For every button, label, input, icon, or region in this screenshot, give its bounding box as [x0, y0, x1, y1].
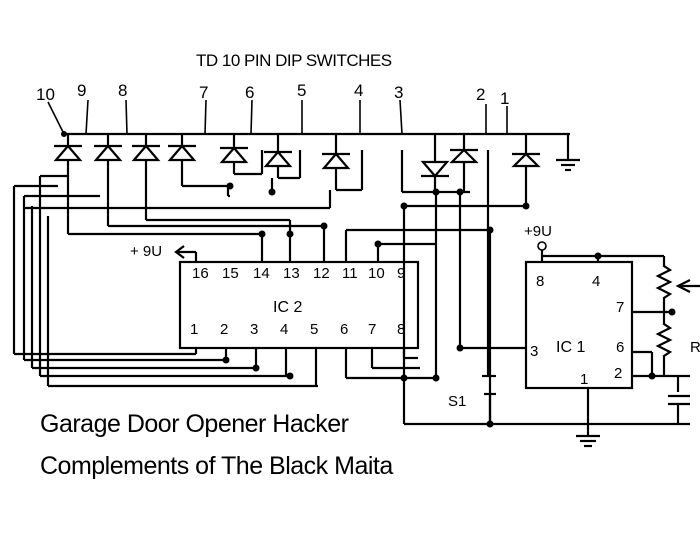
switch-number-7: 7 [199, 83, 208, 102]
switch-number-1: 1 [500, 89, 509, 108]
caption-line-1: Garage Door Opener Hacker [40, 410, 349, 438]
switch-number-8: 8 [118, 81, 127, 100]
ic1-label: IC 1 [556, 339, 585, 356]
ic1-pin-4: 4 [592, 273, 600, 290]
ic2-pin-10: 10 [368, 265, 385, 282]
ic2-pin-16: 16 [192, 265, 209, 282]
resistor-r2 [655, 312, 673, 376]
ic1-supply-wiring [537, 241, 700, 448]
ic2-pin-15: 15 [222, 265, 239, 282]
diode-7 [167, 144, 197, 162]
switch-number-6: 6 [245, 83, 254, 102]
ic2-pin-2: 2 [220, 321, 228, 338]
ic1-pin-3: 3 [530, 343, 538, 360]
ic2-pin-4: 4 [280, 321, 288, 338]
ic2-pin-11: 11 [342, 265, 358, 282]
switch-number-9: 9 [77, 81, 86, 100]
ic1-pin-6: 6 [616, 339, 624, 356]
ic2-pin-3: 3 [250, 321, 258, 338]
resistor-label: R [690, 339, 700, 356]
ic1-pin-1: 1 [580, 371, 588, 388]
switch-number-10: 10 [36, 85, 55, 104]
diode-3 [420, 160, 450, 178]
diode-5 [263, 150, 293, 168]
diode-9 [93, 144, 123, 162]
switch-number-5: 5 [297, 81, 306, 100]
dip-switch-bus [47, 99, 580, 172]
ic2-pin-12: 12 [313, 265, 330, 282]
diode-6 [219, 146, 249, 164]
ic2-pin-14: 14 [253, 265, 270, 282]
ic2-bottom-wiring [14, 346, 526, 388]
ic2-supply-arrow [174, 245, 198, 262]
diode-1 [511, 152, 541, 168]
ic2-supply-label: + 9U [130, 243, 162, 260]
switch-s1-label: S1 [448, 393, 466, 410]
ic1-chip: IC 1 8 4 7 6 2 3 1 [524, 260, 634, 390]
ic2-pin-13: 13 [283, 265, 300, 282]
ic2-chip: IC 2 16 15 14 13 12 11 10 9 1 2 3 4 5 6 … [178, 260, 420, 350]
ic1-pin-2: 2 [614, 365, 622, 382]
switch-wiring [12, 150, 526, 424]
ic2-pin-9: 9 [397, 265, 405, 282]
ic2-label: IC 2 [273, 299, 302, 316]
switch-number-2: 2 [476, 85, 485, 104]
ic1-pin-8: 8 [536, 273, 544, 290]
ic2-pin-8: 8 [397, 321, 405, 338]
switch-s1 [482, 356, 496, 424]
caption-line-2: Complements of The Black Maita [40, 452, 393, 480]
diode-8 [131, 144, 161, 162]
ic2-pin-5: 5 [310, 321, 318, 338]
ic1-pin-7: 7 [616, 299, 624, 316]
ic2-pin-7: 7 [368, 321, 376, 338]
ic2-pin-1: 1 [190, 321, 198, 338]
ic2-pin-6: 6 [340, 321, 348, 338]
switch-number-4: 4 [354, 81, 363, 100]
ic1-supply-label: +9U [524, 223, 552, 240]
switch-diodes [53, 134, 541, 206]
diagram-title: TD 10 PIN DIP SWITCHES [196, 51, 392, 70]
diode-10 [53, 144, 83, 162]
diode-2 [449, 148, 479, 164]
diode-4 [321, 152, 351, 170]
switch-number-3: 3 [394, 83, 403, 102]
resistor-r1 [655, 256, 673, 312]
